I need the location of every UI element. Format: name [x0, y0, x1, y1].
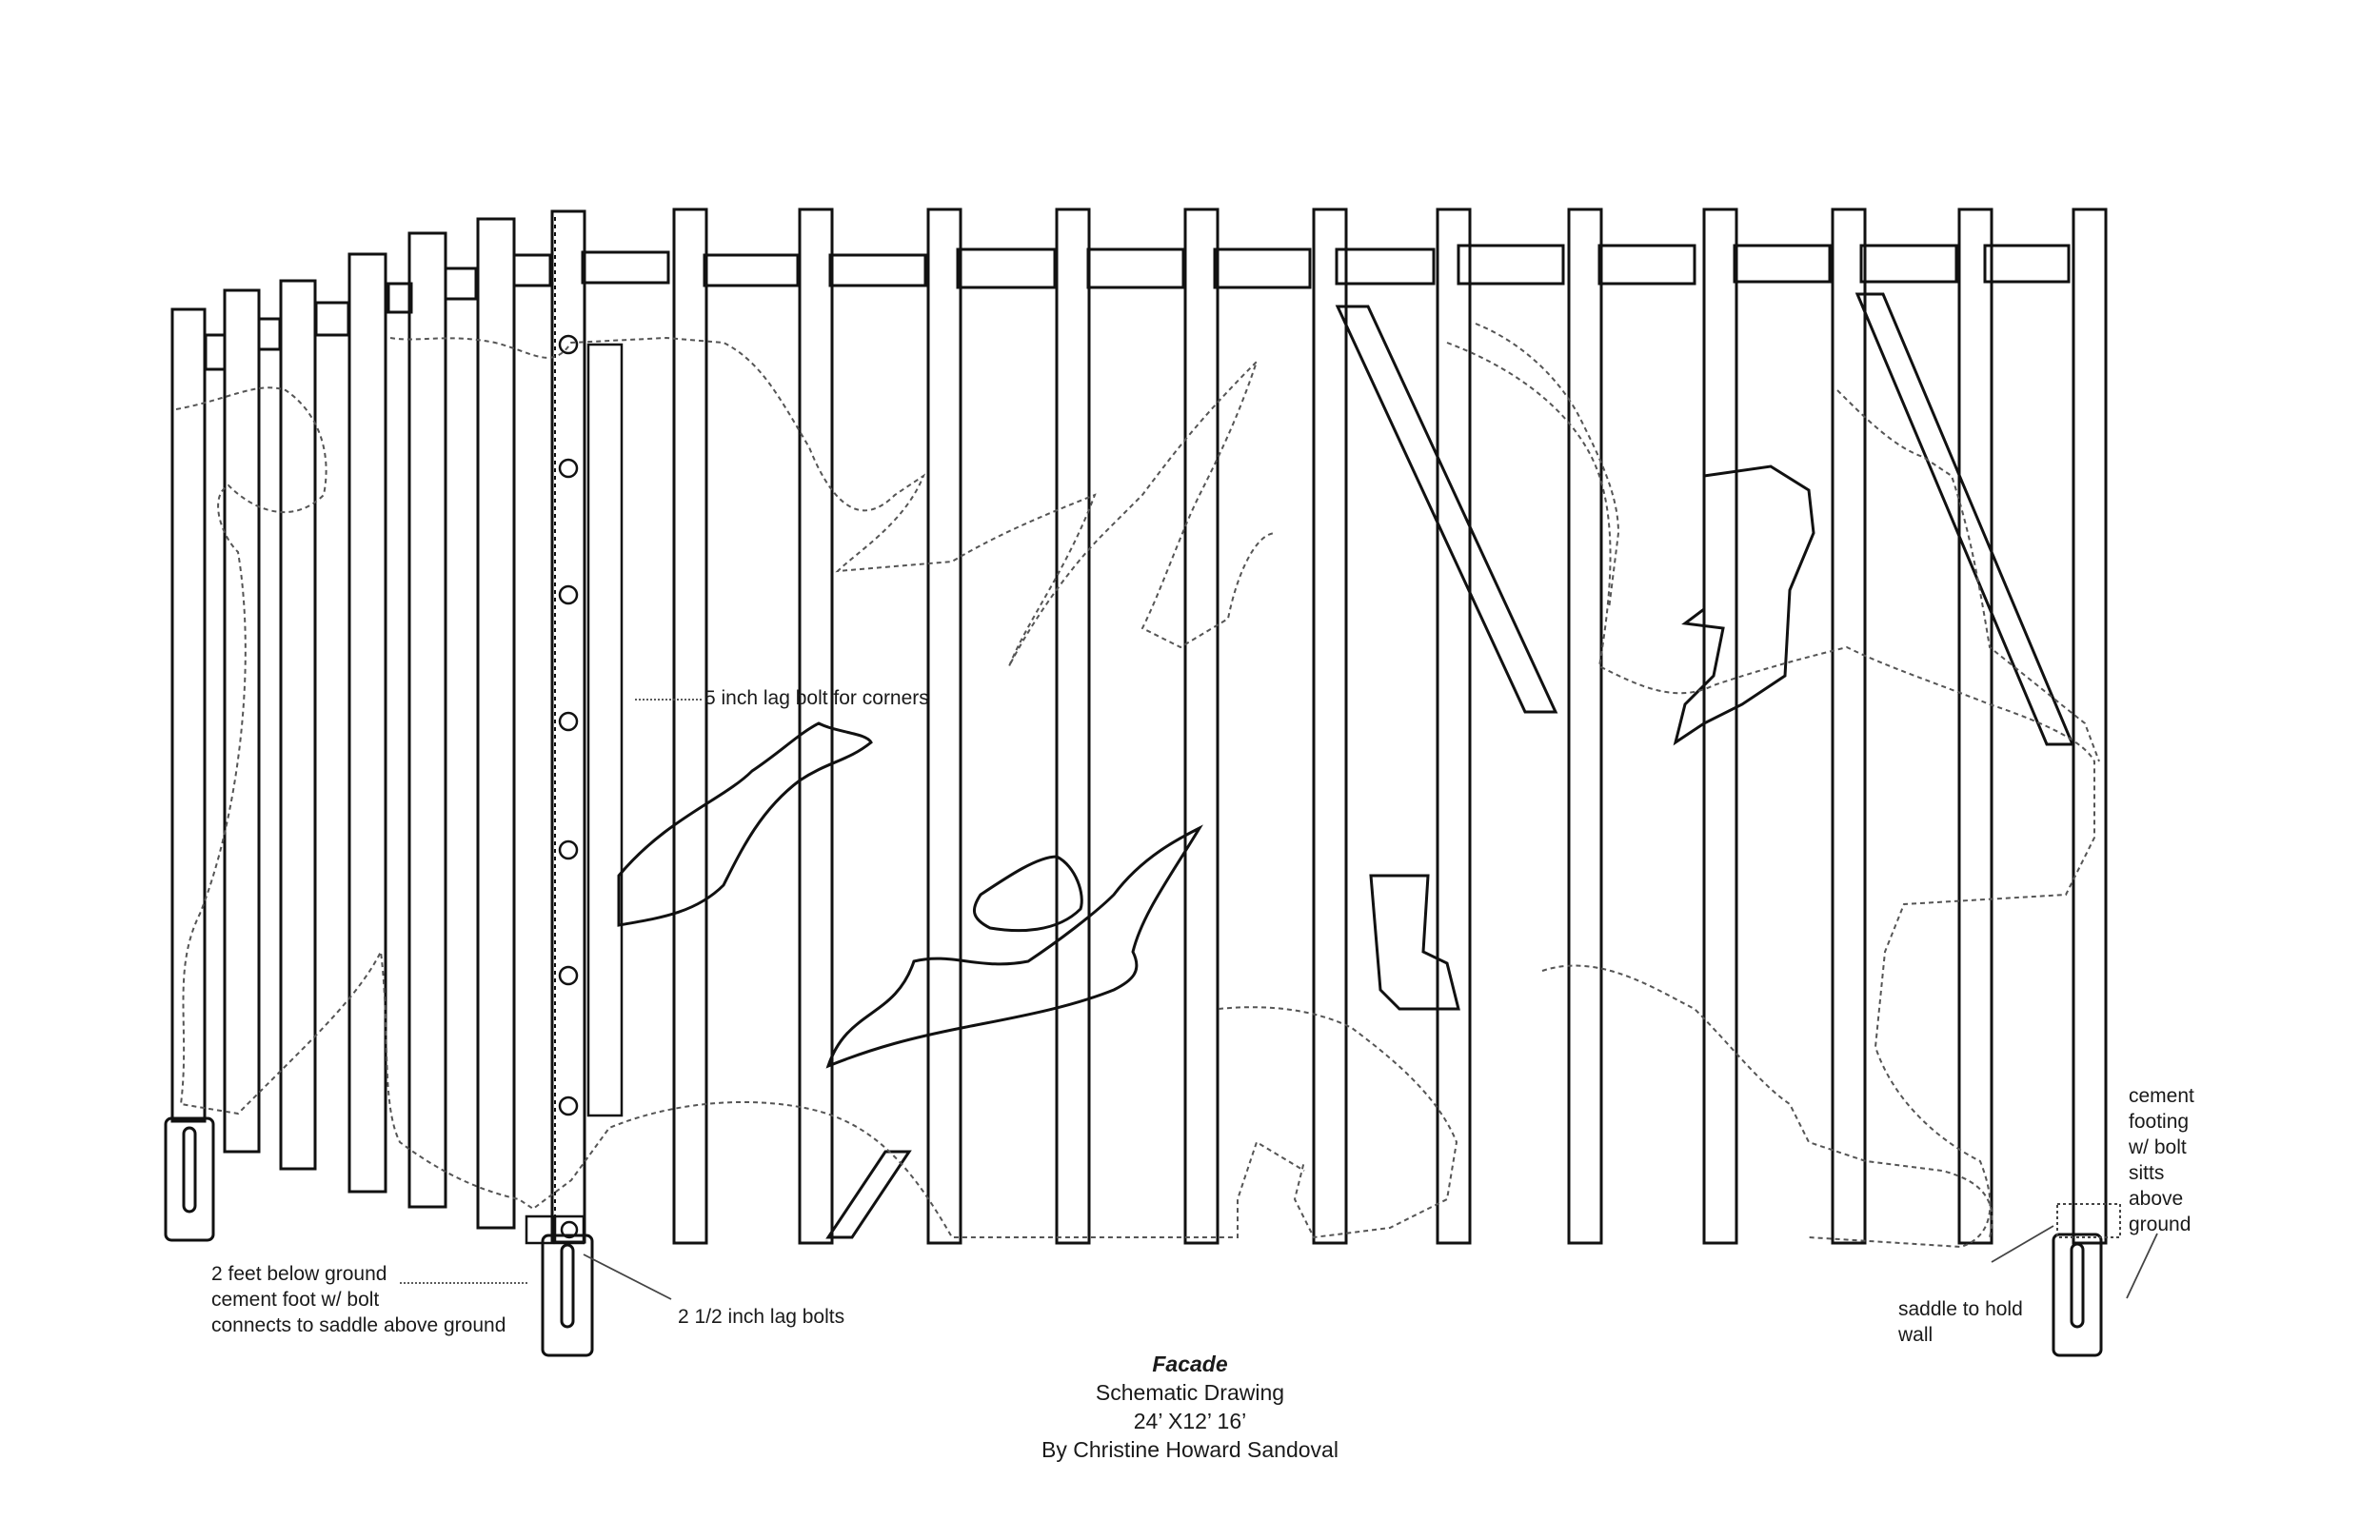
- dotted-outline-far-right: [1836, 389, 2100, 762]
- footing-2: [541, 1234, 594, 1357]
- bolt-hole-5: [558, 839, 579, 860]
- bolt-hole-6: [558, 965, 579, 986]
- rail-block-7: [581, 250, 670, 285]
- rail-block-12: [1213, 247, 1312, 289]
- leader-lines: [400, 699, 2158, 1300]
- caption-author: By Christine Howard Sandoval: [1041, 1437, 1339, 1462]
- label-lag-bolts-small: 2 1/2 inch lag bolts: [678, 1306, 845, 1328]
- wall-slat-7: [550, 209, 586, 1244]
- wall-slat-2: [223, 288, 261, 1154]
- rail-block-9: [828, 253, 927, 287]
- drawing-caption: Facade Schematic Drawing 24’ X12’ 16’ By…: [0, 1350, 2380, 1464]
- saddle-dotted-box: [2056, 1203, 2121, 1238]
- cutout-shape-2: [825, 824, 1203, 1069]
- caption-dimensions: 24’ X12’ 16’: [1133, 1409, 1247, 1433]
- lag-bolt-holes: [558, 334, 579, 1116]
- rail-block-18: [1983, 244, 2071, 284]
- rail-block-3: [314, 301, 350, 337]
- wall-slat-12: [1183, 207, 1220, 1245]
- rail-block-17: [1859, 244, 1958, 284]
- label-saddle: saddle to hold wall: [1898, 1298, 2023, 1346]
- corner-base-block: [553, 1214, 585, 1245]
- dotted-outline-right: [1446, 342, 2095, 1249]
- wall-slat-10: [926, 207, 962, 1245]
- wall-slat-13: [1312, 207, 1348, 1245]
- rail-block-8: [703, 253, 800, 287]
- wall-slat-18: [1957, 207, 1993, 1245]
- label-cement-footing: cement footing w/ bolt sitts above groun…: [2129, 1085, 2194, 1235]
- rail-block-16: [1733, 244, 1832, 284]
- label-lag-bolt-corners: 5 inch lag bolt for corners: [704, 687, 929, 709]
- lag-bolt-plate: [586, 343, 624, 1117]
- leader-small-bolts: [583, 1254, 672, 1300]
- wall-slat-16: [1702, 207, 1738, 1245]
- caption-subtitle: Schematic Drawing: [1095, 1380, 1285, 1405]
- dotted-outline-bottom-mid: [1218, 1006, 1458, 1239]
- rail-block-5: [444, 267, 478, 301]
- rail-block-1: [204, 333, 227, 371]
- cutout-shape-5: [1673, 464, 1815, 746]
- rail-block-11: [1086, 247, 1185, 289]
- cutout-shape-3: [972, 855, 1083, 933]
- footing-bolt-slot-2: [560, 1243, 575, 1329]
- bolt-hole-2: [558, 458, 579, 479]
- rail-block-10: [956, 247, 1057, 289]
- dotted-outline-top: [389, 336, 1277, 667]
- wall-slat-4: [347, 252, 387, 1194]
- solid-cutout-shapes: [617, 464, 1815, 1069]
- wall-slats: [170, 207, 2108, 1245]
- bolt-hole-4: [558, 711, 579, 732]
- rail-block-6: [512, 253, 552, 287]
- footing-bolt-slot-1: [182, 1126, 197, 1214]
- wall-slat-8: [672, 207, 708, 1245]
- rail-block-14: [1457, 244, 1565, 286]
- diagonal-braces: [825, 292, 2075, 1239]
- wall-slat-19: [2072, 207, 2108, 1245]
- wall-slat-1: [170, 307, 207, 1123]
- footing-3: [2052, 1233, 2103, 1357]
- leader-saddle: [1991, 1225, 2054, 1263]
- dotted-outline-upper-right: [1475, 323, 1620, 610]
- wall-slat-14: [1436, 207, 1472, 1245]
- wall-slat-15: [1567, 207, 1603, 1245]
- corner-base-bolt: [560, 1220, 579, 1239]
- top-rail-blocks: [204, 244, 2071, 371]
- wall-slat-11: [1055, 207, 1091, 1245]
- label-below-ground: 2 feet below ground cement foot w/ bolt …: [211, 1263, 506, 1336]
- bolt-hole-1: [558, 334, 579, 355]
- wall-slat-3: [279, 279, 317, 1171]
- rail-block-15: [1597, 244, 1696, 286]
- wall-slat-5: [407, 231, 447, 1209]
- dotted-outlines: [175, 323, 2100, 1249]
- brace-2: [1854, 292, 2075, 746]
- wall-slat-17: [1831, 207, 1867, 1245]
- wall-slat-9: [798, 207, 834, 1245]
- dotted-outline-bottom-right: [1541, 964, 1993, 1238]
- rail-block-2: [257, 317, 282, 351]
- cutout-shape-4: [1369, 874, 1460, 1011]
- dotted-outline-left: [175, 386, 1305, 1238]
- bolt-hole-3: [558, 584, 579, 605]
- brace-1: [1335, 305, 1558, 714]
- bolt-hole-7: [558, 1096, 579, 1116]
- footing-bolt-slot-3: [2070, 1242, 2085, 1329]
- corner-saddle: [525, 1214, 555, 1245]
- wall-slat-6: [476, 217, 516, 1230]
- corner-post-details: [525, 217, 624, 1245]
- leader-footing: [2126, 1233, 2158, 1299]
- caption-title: Facade: [1152, 1352, 1228, 1376]
- rail-block-4: [387, 282, 413, 314]
- rail-block-13: [1335, 247, 1436, 286]
- cement-footings: [164, 1116, 2103, 1357]
- footing-1: [164, 1116, 215, 1242]
- brace-small: [825, 1150, 912, 1239]
- footing-details: [2056, 1203, 2121, 1238]
- cutout-shape-1: [617, 721, 873, 927]
